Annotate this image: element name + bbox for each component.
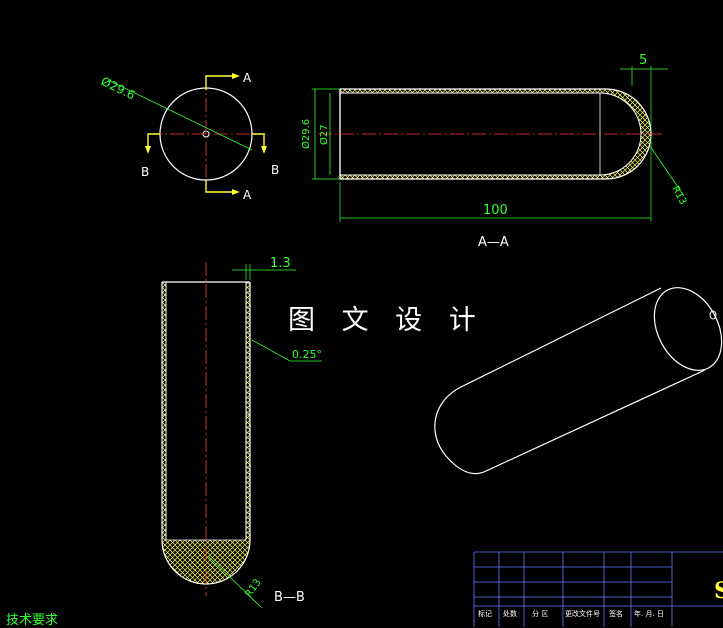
section-aa-inner-outline	[340, 92, 642, 176]
section-label-a-bottom: A	[243, 188, 252, 202]
bb-left-wall-hatch	[162, 282, 166, 540]
end-length-label: 5	[639, 53, 647, 68]
radius-leader-aa	[649, 145, 685, 197]
section-mark-a-top	[205, 75, 232, 90]
iso-end-ellipse	[653, 287, 723, 371]
iso-body-outline	[434, 287, 706, 475]
isometric-view	[434, 287, 723, 475]
section-label-b-left: B	[141, 165, 149, 179]
technical-requirements: 技术要求	[6, 613, 59, 628]
top-view-diameter-leader	[107, 79, 253, 151]
wall-label: 1.3	[270, 256, 291, 271]
tb-header-change-doc: 更改文件号	[565, 610, 600, 618]
tb-header-mark: 标记	[478, 610, 492, 618]
title-block	[473, 551, 723, 627]
inner-diameter-label: Ø27	[318, 124, 330, 145]
tb-header-date: 年. 月. 日	[634, 610, 664, 618]
section-aa-view: Ø29.6 Ø27 100 5 R13 A—A	[300, 53, 688, 250]
radius-label-aa: R13	[669, 184, 688, 207]
radius-label-bb: R13	[243, 577, 263, 599]
tb-header-signature: 签名	[609, 610, 623, 618]
outer-diameter-label: Ø29.6	[300, 119, 312, 149]
section-arrow-a-bottom	[232, 189, 240, 195]
bb-inner-outline	[165, 282, 247, 540]
section-mark-b-right	[252, 133, 265, 148]
section-mark-b-left	[147, 133, 160, 148]
section-bb-title: B—B	[274, 590, 305, 605]
taper-leader	[251, 339, 322, 362]
section-mark-a-bottom	[205, 180, 232, 193]
section-label-b-right: B	[271, 163, 279, 177]
taper-label: 0.25°	[292, 348, 322, 361]
top-view-diameter-label: Ø29.6	[99, 74, 138, 102]
tb-header-count: 处数	[503, 610, 517, 618]
bb-right-wall-hatch	[246, 282, 250, 540]
section-aa-title: A—A	[478, 235, 509, 250]
watermark: 图 文 设 计	[288, 305, 485, 336]
iso-end-hole	[709, 310, 717, 320]
section-arrow-b-left	[145, 146, 151, 154]
section-arrow-a-top	[232, 73, 240, 79]
radius-leader-bb	[207, 555, 263, 609]
length-label: 100	[483, 203, 508, 218]
section-label-a-top: A	[243, 71, 252, 85]
top-view: Ø29.6 A A B B	[99, 71, 280, 202]
tb-title-partial: S	[714, 578, 723, 604]
section-arrow-b-right	[261, 146, 267, 154]
tb-header-zone: 分 区	[532, 610, 549, 618]
